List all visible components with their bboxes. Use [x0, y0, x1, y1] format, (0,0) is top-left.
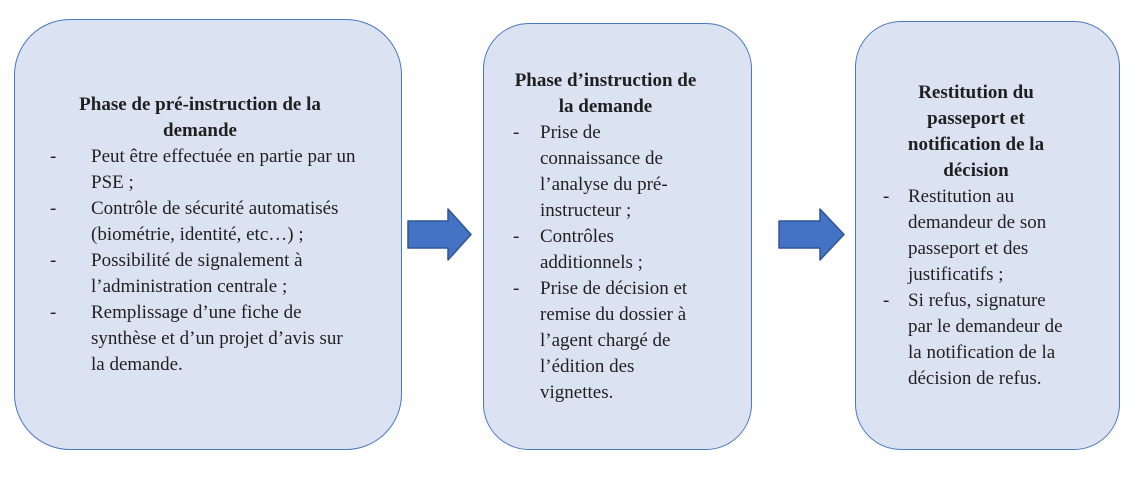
bullet-text: Prise de décision et remise du dossier à… — [540, 277, 688, 403]
bullet-item: - Prise de décision et remise du dossier… — [508, 276, 703, 406]
bullet-text: Contrôles additionnels ; — [540, 225, 643, 273]
phase-title: Restitution du passeport et notification… — [907, 81, 1045, 181]
phase-box-instruction: Phase d’instruction de la demande - Pris… — [483, 23, 752, 450]
bullet-marker: - — [50, 145, 57, 167]
bullet-text: Remplissage d’une fiche de synthèse et d… — [91, 301, 343, 375]
phase-bullet-list: - Restitution au demandeur de son passep… — [878, 184, 1074, 392]
bullet-marker: - — [50, 249, 57, 271]
bullet-item: - Peut être effectuée en partie par un P… — [43, 144, 357, 196]
right-arrow-icon — [407, 208, 472, 261]
bullet-item: - Contrôles additionnels ; — [508, 224, 703, 276]
bullet-text: Possibilité de signalement à l’administr… — [91, 249, 303, 297]
phase-box-restitution: Restitution du passeport et notification… — [855, 21, 1120, 450]
bullet-item: - Restitution au demandeur de son passep… — [878, 184, 1074, 288]
bullet-marker: - — [50, 197, 57, 219]
bullet-item: - Contrôle de sécurité automatisés (biom… — [43, 196, 357, 248]
phase-title: Phase d’instruction de la demande — [514, 69, 697, 117]
bullet-text: Si refus, signature par le demandeur de … — [908, 289, 1063, 389]
phase-title: Phase de pré-instruction de la demande — [79, 93, 321, 141]
phase-bullet-list: - Peut être effectuée en partie par un P… — [43, 144, 357, 378]
bullet-marker: - — [883, 185, 890, 207]
bullet-marker: - — [50, 301, 57, 323]
right-arrow-shape — [778, 208, 845, 261]
bullet-marker: - — [883, 289, 890, 311]
bullet-text: Contrôle de sécurité automatisés (biomét… — [91, 197, 339, 245]
bullet-item: - Possibilité de signalement à l’adminis… — [43, 248, 357, 300]
bullet-item: - Prise de connaissance de l’analyse du … — [508, 120, 703, 224]
bullet-item: - Remplissage d’une fiche de synthèse et… — [43, 300, 357, 378]
bullet-text: Restitution au demandeur de son passepor… — [908, 185, 1047, 285]
bullet-marker: - — [513, 225, 520, 247]
right-arrow-shape — [407, 208, 472, 261]
bullet-text: Peut être effectuée en partie par un PSE… — [91, 145, 356, 193]
phase-box-pre-instruction: Phase de pré-instruction de la demande -… — [14, 19, 402, 450]
bullet-text: Prise de connaissance de l’analyse du pr… — [540, 121, 668, 221]
phase-bullet-list: - Prise de connaissance de l’analyse du … — [508, 120, 703, 406]
right-arrow-icon — [778, 208, 845, 261]
bullet-item: - Si refus, signature par le demandeur d… — [878, 288, 1074, 392]
bullet-marker: - — [513, 121, 520, 143]
bullet-marker: - — [513, 277, 520, 299]
